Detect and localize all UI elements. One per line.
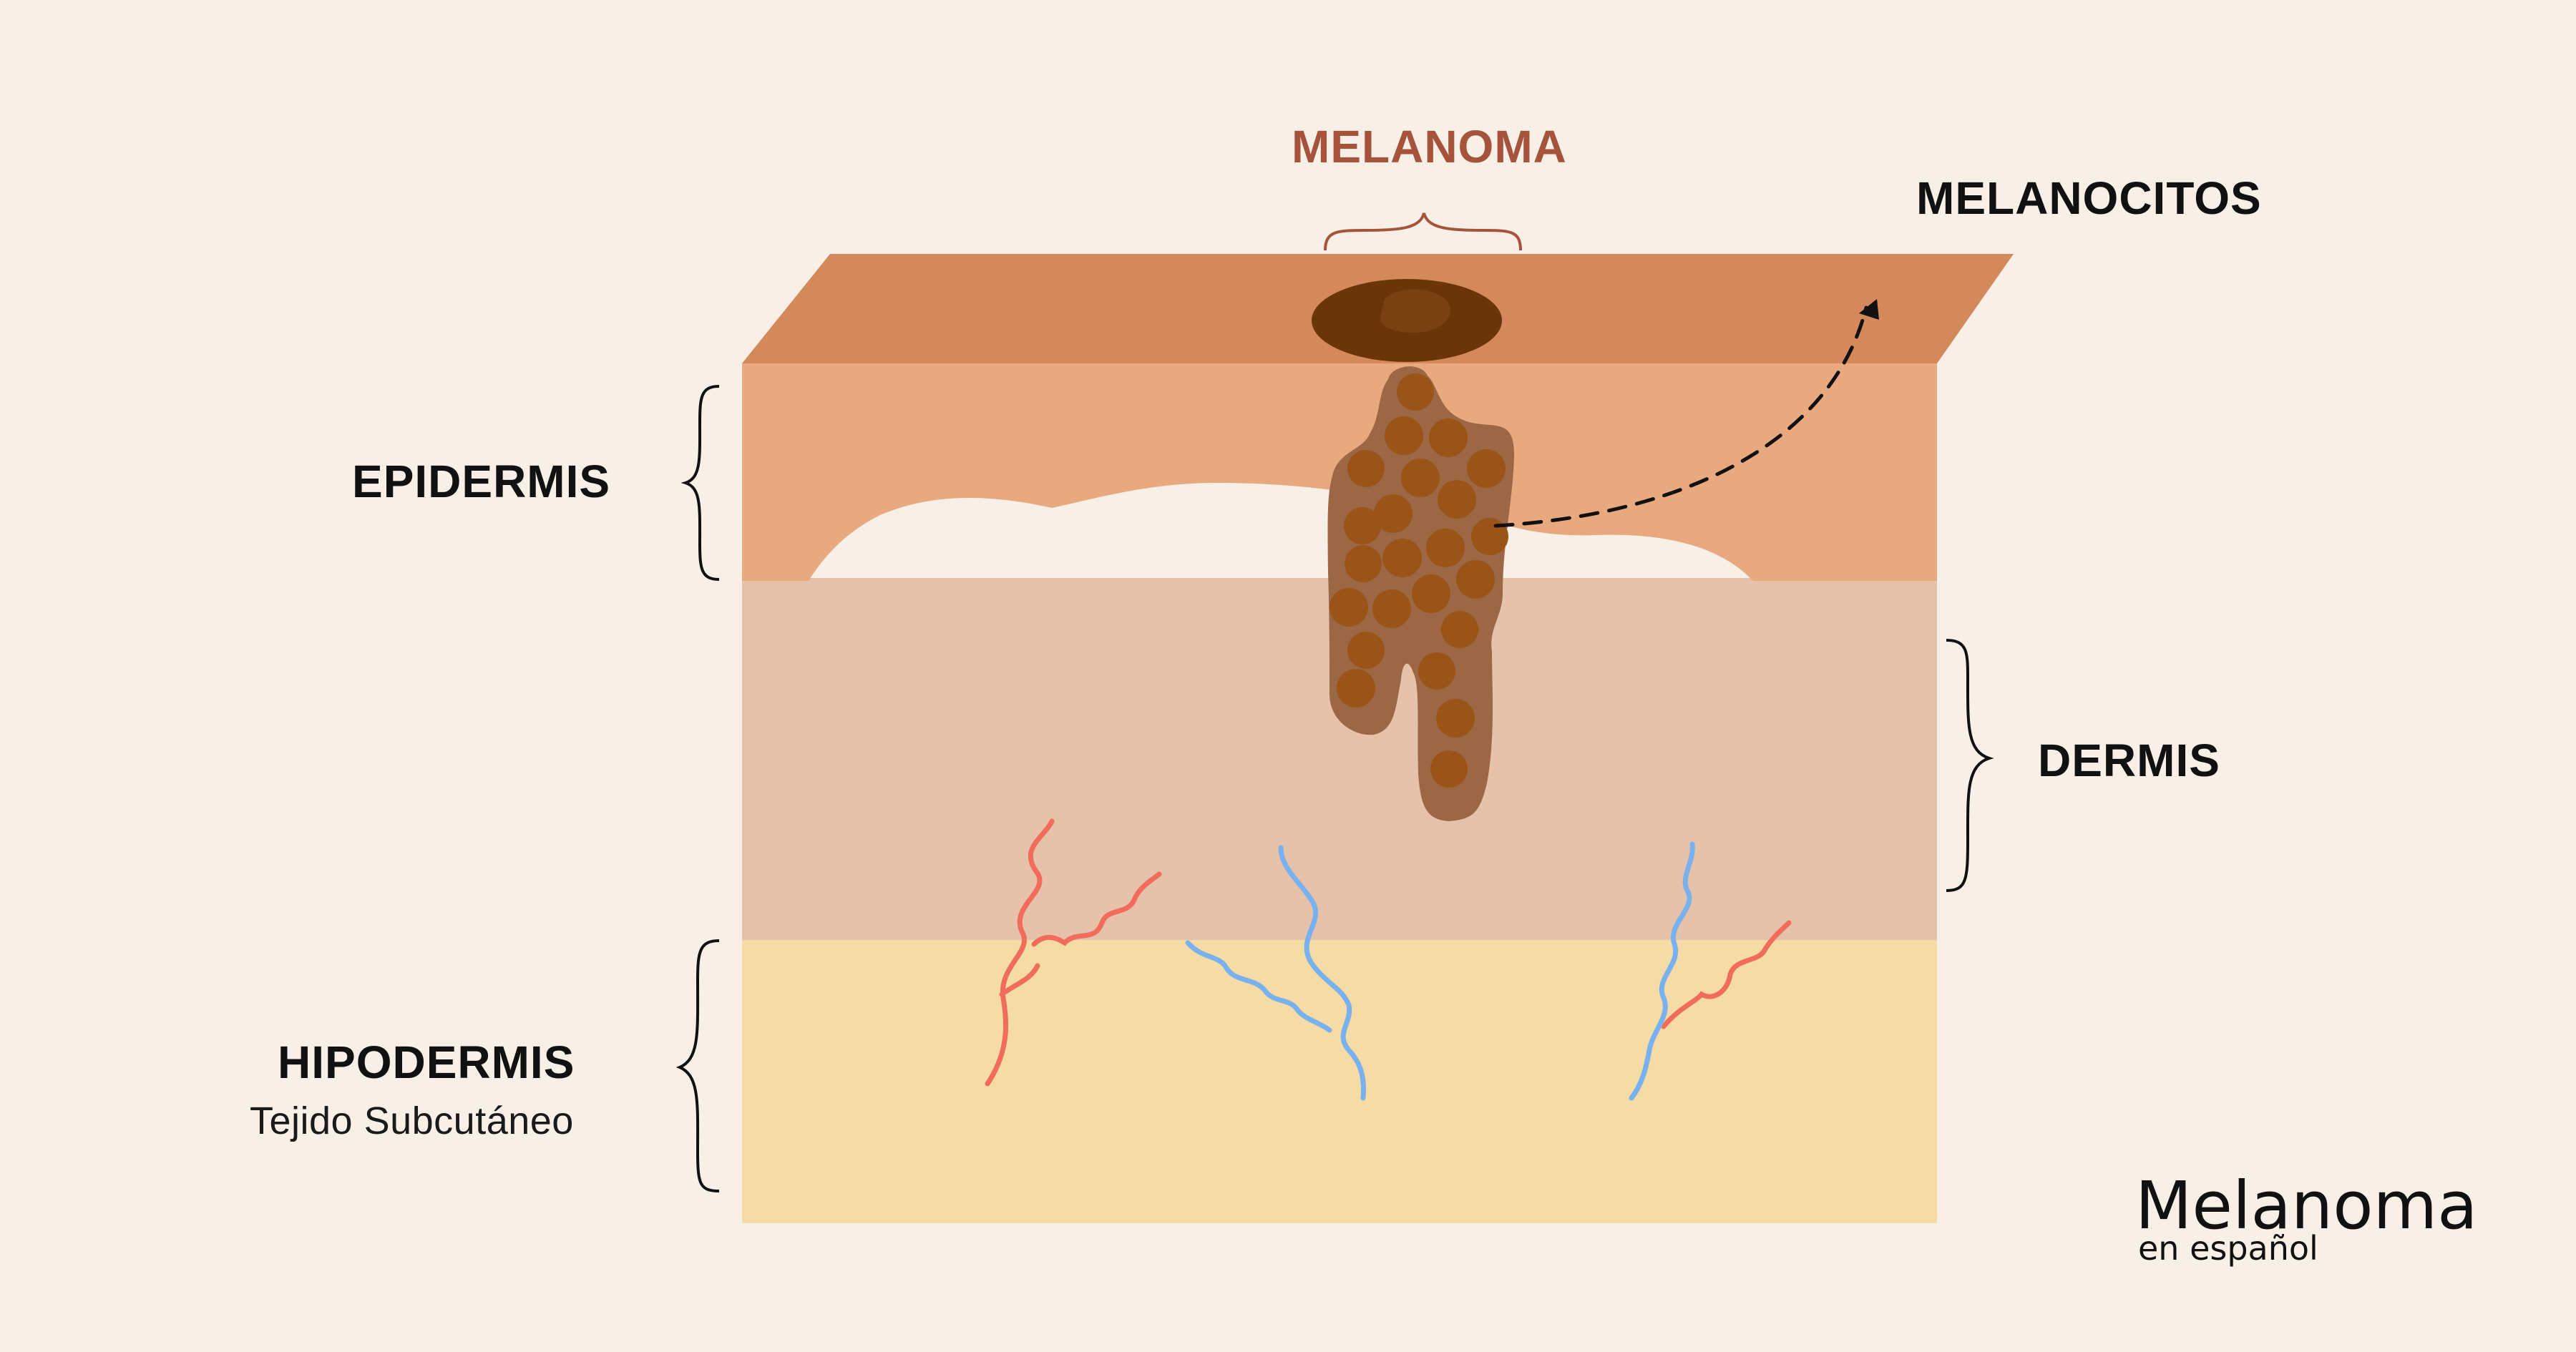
arrowhead-icon bbox=[1859, 299, 1879, 320]
dermis-brace bbox=[1946, 639, 1994, 892]
logo-tagline: en español bbox=[2138, 1229, 2318, 1268]
epidermis-label: EPIDERMIS bbox=[352, 456, 611, 507]
epidermis-brace bbox=[680, 385, 720, 581]
logo-wordmark: Melanoma bbox=[2135, 1167, 2478, 1244]
melanocitos-pointer-arrow bbox=[1493, 305, 1868, 528]
artery-vessels bbox=[985, 818, 1792, 1087]
melanocyte-cells bbox=[1330, 373, 1508, 788]
melanoma-label: MELANOMA bbox=[1292, 121, 1567, 172]
hipodermis-layer bbox=[742, 939, 1937, 1223]
melanocitos-label: MELANOCITOS bbox=[1916, 172, 2262, 224]
melanoma-lesion-center bbox=[1380, 289, 1451, 333]
dermis-label: DERMIS bbox=[2038, 735, 2220, 786]
hipodermis-subtitle: Tejido Subcutáneo bbox=[250, 1099, 574, 1142]
hipodermis-brace bbox=[675, 939, 720, 1192]
vein-vessels bbox=[1185, 841, 1695, 1101]
hipodermis-label: HIPODERMIS bbox=[278, 1037, 575, 1088]
melanoma-brace bbox=[1324, 212, 1522, 251]
